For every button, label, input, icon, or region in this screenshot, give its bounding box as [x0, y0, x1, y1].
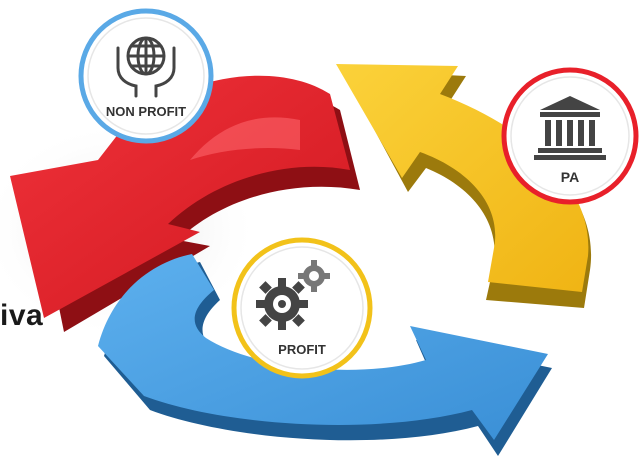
profit-label: PROFIT	[278, 342, 326, 357]
badge-nonprofit: NON PROFIT	[78, 8, 214, 144]
gears-icon	[256, 260, 330, 330]
red-arrow	[10, 75, 360, 332]
government-building-icon	[534, 96, 606, 160]
blue-arrow	[98, 254, 552, 456]
badge-profit: PROFIT	[231, 237, 373, 379]
globe-in-hands-icon	[116, 36, 176, 98]
pa-label: PA	[561, 169, 579, 185]
badge-pa: PA	[501, 67, 639, 205]
side-text-fragment: iva	[0, 299, 44, 332]
nonprofit-label: NON PROFIT	[106, 104, 186, 119]
blue-arrow-top	[98, 254, 548, 440]
yellow-arrow	[336, 64, 592, 308]
yellow-arrow-top	[336, 64, 589, 292]
